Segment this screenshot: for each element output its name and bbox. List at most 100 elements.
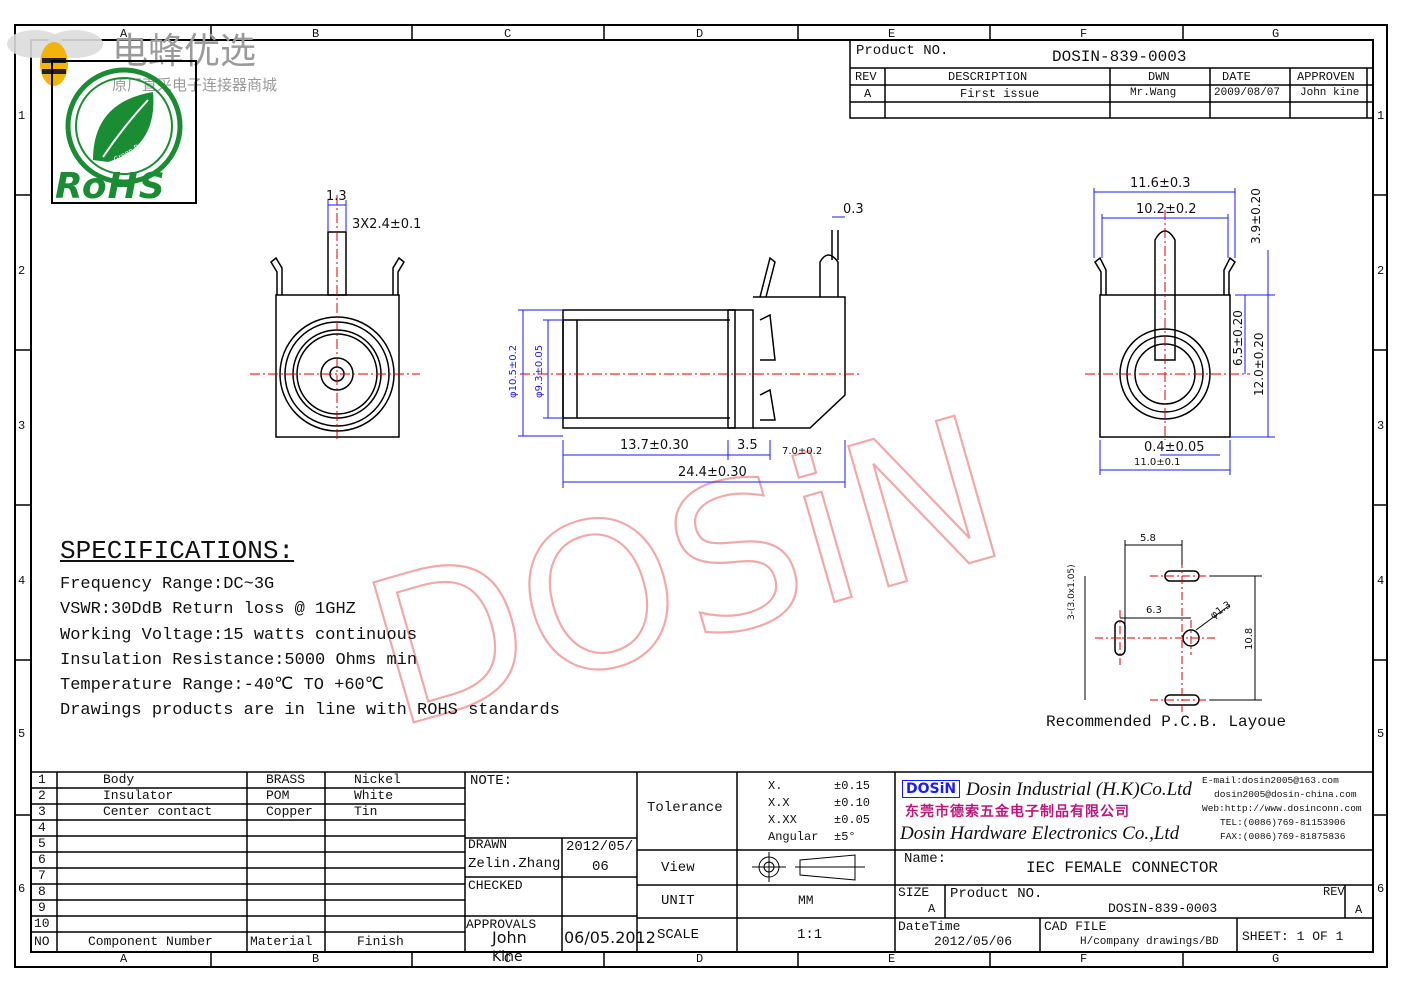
cn-brand-name: 电蜂优选 bbox=[112, 31, 257, 72]
zone-row-label: 4 bbox=[18, 574, 26, 588]
scale-value: 1:1 bbox=[797, 927, 823, 943]
header-date-val: 2009/08/07 bbox=[1214, 87, 1281, 99]
dim-label: 6.5±0.20 bbox=[1231, 310, 1245, 366]
unit-label: UNIT bbox=[661, 893, 695, 909]
cad-value: H/company drawings/BD bbox=[1080, 936, 1219, 948]
unit-value: MM bbox=[798, 893, 814, 908]
dim-label: 11.0±0.1 bbox=[1134, 457, 1181, 468]
dim-label: 5.8 bbox=[1140, 533, 1156, 544]
view-label: View bbox=[661, 860, 695, 876]
contact-line: FAX:(0086)769-81875836 bbox=[1220, 831, 1346, 842]
zone-row-label: 2 bbox=[18, 264, 26, 278]
zone-col-label: E bbox=[888, 952, 896, 966]
dim-label: 13.7±0.30 bbox=[620, 438, 689, 453]
dosin-logo: DOSiN bbox=[902, 780, 961, 798]
name-label: Name: bbox=[904, 851, 947, 867]
zone-row-label: 3 bbox=[18, 419, 26, 433]
bom-cell: Tin bbox=[354, 804, 378, 819]
zone-row-label: 2 bbox=[1377, 264, 1385, 278]
header-desc-val: First issue bbox=[960, 87, 1040, 101]
cad-label: CAD FILE bbox=[1044, 919, 1107, 934]
tolerance-key: X.X bbox=[768, 796, 790, 810]
bom-cell: 6 bbox=[38, 852, 46, 867]
tolerance-key: X. bbox=[768, 779, 783, 793]
dim-label: 10.2±0.2 bbox=[1136, 202, 1197, 217]
bom-header-finish: Finish bbox=[357, 934, 404, 949]
zone-row-label: 3 bbox=[1377, 419, 1385, 433]
dim-label: 12.0±0.20 bbox=[1252, 332, 1266, 397]
header-col-description: DESCRIPTION bbox=[948, 70, 1028, 84]
note-label: NOTE: bbox=[470, 773, 513, 789]
spec-line: VSWR:30DdB Return loss @ 1GHZ bbox=[60, 600, 356, 620]
header-product-no: DOSIN-839-0003 bbox=[1052, 48, 1187, 66]
bom-cell: Copper bbox=[266, 804, 313, 819]
specs-title: SPECIFICATIONS: bbox=[60, 536, 295, 566]
pn-label: Product NO. bbox=[950, 886, 1043, 902]
pn-value: DOSIN-839-0003 bbox=[1108, 901, 1218, 916]
bom-header-material: Material bbox=[250, 934, 313, 949]
specs-list: Frequency Range:DC~3G VSWR:30DdB Return … bbox=[60, 572, 560, 724]
bom-cell: 1 bbox=[38, 772, 46, 787]
header-rev-val: A bbox=[864, 87, 872, 101]
bom-cell: 4 bbox=[38, 820, 46, 835]
zone-col-label: B bbox=[312, 27, 320, 41]
drawn-date-a: 2012/05/ bbox=[566, 839, 634, 855]
dim-label: 11.6±0.3 bbox=[1130, 176, 1191, 191]
zone-col-label: F bbox=[1080, 952, 1088, 966]
tolerance-key: X.XX bbox=[768, 813, 797, 827]
projection-symbol-icon bbox=[752, 852, 865, 882]
rev-value: A bbox=[1355, 903, 1363, 917]
spec-line: Drawings products are in line with ROHS … bbox=[60, 701, 560, 721]
contact-line: Web:http://www.dosinconn.com bbox=[1202, 803, 1362, 814]
dim-label: 0.3 bbox=[843, 202, 864, 217]
zone-col-label: C bbox=[504, 27, 512, 41]
rev-label: REV bbox=[1323, 885, 1345, 899]
bom-cell: 10 bbox=[34, 916, 50, 931]
zone-row-label: 4 bbox=[1377, 574, 1385, 588]
header-col-approven: APPROVEN bbox=[1297, 70, 1355, 84]
zone-row-label: 5 bbox=[18, 727, 26, 741]
datetime-value: 2012/05/06 bbox=[934, 934, 1013, 949]
zone-col-label: D bbox=[696, 27, 704, 41]
zone-col-label: A bbox=[120, 952, 128, 966]
header-col-date: DATE bbox=[1222, 70, 1251, 84]
approval-date: 06/05.2012 bbox=[564, 928, 656, 947]
spec-line: Frequency Range:DC~3G bbox=[60, 575, 275, 594]
tolerance-value: ±5° bbox=[834, 830, 856, 844]
approver: John bbox=[492, 928, 527, 947]
rohs-label: RoHS bbox=[55, 166, 166, 207]
bom-cell: Body bbox=[103, 772, 135, 787]
dim-label: 24.4±0.30 bbox=[678, 465, 747, 480]
bom-header-no: NO bbox=[34, 934, 50, 949]
company-name-cn: 东莞市德索五金电子制品有限公司 bbox=[905, 804, 1130, 820]
tolerance-value: ±0.05 bbox=[834, 813, 871, 827]
header-col-dwn: DWN bbox=[1148, 70, 1170, 84]
bom-cell: POM bbox=[266, 788, 290, 803]
drawn-label: DRAWN bbox=[468, 837, 508, 852]
approver-2: Kine bbox=[492, 949, 523, 965]
contact-line: TEL:(0086)769-81153906 bbox=[1220, 817, 1346, 828]
contact-line: E-mail:dosin2005@163.com bbox=[1202, 775, 1339, 786]
bom-cell: BRASS bbox=[266, 772, 306, 787]
spec-line: Insulation Resistance:5000 Ohms min bbox=[60, 650, 418, 670]
header-dwn-val: Mr.Wang bbox=[1130, 87, 1177, 99]
zone-row-label: 6 bbox=[18, 882, 26, 896]
contact-line: dosin2005@dosin-china.com bbox=[1214, 789, 1357, 800]
dim-label: 3.5 bbox=[737, 438, 758, 453]
tolerance-value: ±0.10 bbox=[834, 796, 871, 810]
checked-label: CHECKED bbox=[468, 878, 523, 893]
zone-col-label: B bbox=[312, 952, 320, 966]
drawn-by: Zelin.Zhang bbox=[468, 856, 561, 872]
datetime-label: DateTime bbox=[898, 919, 961, 934]
bom-cell: 3 bbox=[38, 804, 46, 819]
zone-col-label: E bbox=[888, 27, 896, 41]
zone-row-label: 1 bbox=[1377, 109, 1385, 123]
dim-label: 3X2.4±0.1 bbox=[352, 217, 422, 232]
spec-line: Temperature Range:-40℃ TO +60℃ bbox=[60, 676, 384, 696]
header-col-rev: REV bbox=[855, 70, 877, 84]
bom-cell: Insulator bbox=[103, 788, 174, 803]
header-product-no-label: Product NO. bbox=[856, 43, 949, 59]
bom-header-component: Component Number bbox=[88, 934, 213, 949]
bee-logo-icon bbox=[7, 30, 103, 86]
